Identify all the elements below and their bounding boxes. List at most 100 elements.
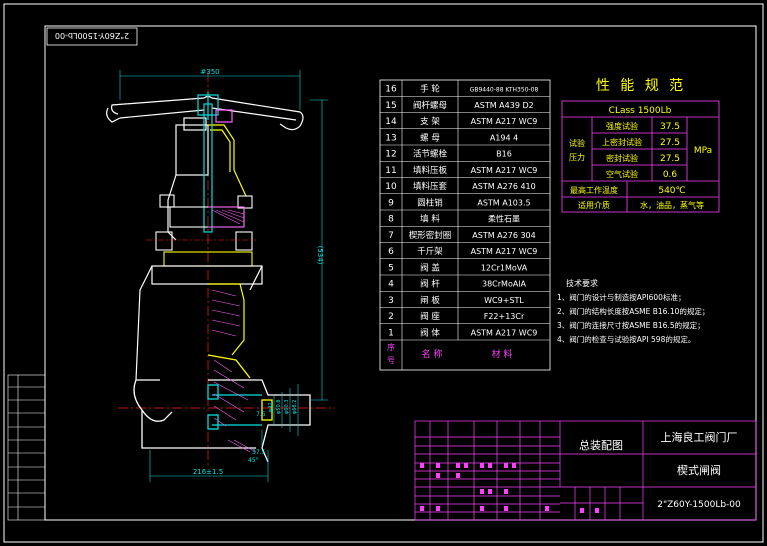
parts-row-no: 3 bbox=[388, 296, 394, 306]
dim-bore-2: φ50.8 bbox=[276, 400, 282, 414]
valve-body bbox=[133, 354, 311, 463]
parts-row-name: 活节螺栓 bbox=[413, 149, 448, 160]
parts-row-name: 填料压套 bbox=[413, 181, 448, 192]
spec-row-label-0: 强度试验 bbox=[606, 121, 638, 131]
parts-row-name: 螺 母 bbox=[420, 132, 440, 143]
parts-row-no: 10 bbox=[385, 182, 397, 192]
parts-row-no: 16 bbox=[385, 85, 397, 95]
dim-d1: 7.5 bbox=[256, 411, 266, 418]
parts-row-name: 阀 座 bbox=[420, 311, 440, 322]
tech-title: 技术要求 bbox=[566, 278, 598, 288]
parts-row-no: 2 bbox=[388, 312, 394, 322]
dim-height: (534) bbox=[316, 246, 324, 265]
spec-row-label-1: 上密封试验 bbox=[602, 137, 642, 147]
spec-row-value-1: 27.5 bbox=[660, 138, 680, 148]
dim-face-to-face: 216±1.5 bbox=[193, 468, 223, 476]
parts-header-name: 名 称 bbox=[422, 348, 443, 360]
title-block: 总装配图 上海良工阀门厂 楔式闸阀 2"Z60Y-1500Lb-00 bbox=[414, 420, 757, 521]
parts-row-material: ASTM A439 D2 bbox=[474, 101, 533, 110]
parts-row-material: ASTM A103.5 bbox=[477, 198, 530, 207]
gland-and-bolts bbox=[146, 194, 256, 267]
parts-header-material: 材 料 bbox=[492, 348, 513, 360]
tech-item-4: 4、阀门的检查与试验按API 598的规定。 bbox=[557, 334, 695, 344]
parts-row-material: ASTM A217 WC9 bbox=[471, 247, 538, 256]
left-side-strip-table bbox=[7, 374, 46, 521]
dim-bore-4: φ68.2 bbox=[292, 400, 298, 414]
parts-row-material: ASTM A217 WC9 bbox=[471, 166, 538, 175]
inner-border bbox=[44, 25, 757, 521]
valve-assembly-drawing: #350 (534) 216±1.5 7.5 37.5 45° φ42 φ50.… bbox=[106, 68, 335, 482]
parts-row-no: 9 bbox=[388, 198, 394, 208]
tech-item-3: 3、阀门的连接尺寸按ASME B16.5的规定； bbox=[557, 320, 705, 330]
dim-overall-width: #350 bbox=[200, 68, 219, 76]
spec-row-value-2: 27.5 bbox=[660, 154, 680, 164]
parts-row-no: 1 bbox=[388, 328, 394, 338]
parts-row-material: 柔性石墨 bbox=[488, 214, 520, 224]
spec-title: 性 能 规 范 bbox=[596, 77, 686, 94]
title-block-drawing-title: 总装配图 bbox=[579, 438, 623, 452]
parts-row-no: 7 bbox=[388, 231, 394, 241]
spec-group-label-1: 试验 bbox=[569, 138, 585, 148]
handwheel bbox=[106, 92, 304, 131]
title-block-product: 楔式闸阀 bbox=[677, 463, 721, 477]
technical-requirements: 技术要求 1、阀门的设计与制造按API600标准； 2、阀门的结构长度按ASME… bbox=[557, 278, 709, 344]
parts-row-no: 4 bbox=[388, 280, 394, 290]
parts-row-no: 11 bbox=[385, 166, 396, 176]
dim-bore-3: φ60.3 bbox=[284, 400, 290, 414]
parts-row-no: 15 bbox=[385, 101, 396, 111]
parts-row-name: 手 轮 bbox=[420, 84, 440, 95]
parts-row-material: WC9+STL bbox=[484, 296, 524, 305]
outer-border bbox=[3, 3, 764, 543]
dim-bore-1: φ42 bbox=[268, 402, 274, 412]
parts-row-no: 14 bbox=[385, 117, 397, 127]
parts-row-material: ASTM A276 304 bbox=[472, 231, 535, 240]
dim-d3: 45° bbox=[248, 457, 259, 464]
parts-header-no-1: 序 bbox=[387, 342, 395, 352]
spec-row-value-0: 37.5 bbox=[660, 122, 680, 132]
parts-row-no: 8 bbox=[388, 215, 394, 225]
dimension-lines bbox=[119, 70, 328, 482]
rotated-drawing-number: 2"Z60Y-1500Lb-00 bbox=[55, 31, 129, 40]
parts-row-material: A194 4 bbox=[490, 133, 518, 142]
yoke bbox=[167, 103, 247, 241]
spec-group-label-2: 压力 bbox=[569, 152, 585, 162]
parts-row-material: 38CrMoAlA bbox=[482, 280, 527, 289]
parts-row-name: 填料压板 bbox=[413, 165, 448, 176]
parts-row-material: 12Cr1MoVA bbox=[481, 263, 528, 272]
spec-row-value-3: 0.6 bbox=[663, 170, 678, 180]
parts-row-name: 楔形密封圈 bbox=[409, 230, 452, 241]
title-block-company: 上海良工阀门厂 bbox=[661, 430, 738, 444]
tech-item-2: 2、阀门的结构长度按ASME B16.10的规定； bbox=[557, 306, 709, 316]
parts-row-name: 阀 盖 bbox=[420, 262, 440, 273]
parts-row-name: 千斤架 bbox=[417, 246, 443, 257]
title-block-cell-marks bbox=[420, 463, 599, 513]
parts-row-material: GB9440-88 KTH350-08 bbox=[470, 87, 539, 94]
spec-medium-label: 适用介质 bbox=[578, 200, 610, 210]
parts-row-name: 阀 体 bbox=[420, 327, 440, 338]
dim-d2: 37.5 bbox=[252, 449, 266, 456]
spec-row-label-3: 空气试验 bbox=[606, 169, 638, 179]
spec-row-label-2: 密封试验 bbox=[606, 153, 638, 163]
spec-unit: MPa bbox=[694, 146, 712, 156]
bonnet bbox=[135, 265, 263, 381]
parts-row-name: 圆柱销 bbox=[417, 197, 443, 208]
parts-row-material: ASTM A217 WC9 bbox=[471, 117, 538, 126]
rotated-drawing-number-box: 2"Z60Y-1500Lb-00 bbox=[46, 27, 138, 46]
title-block-drawing-no: 2"Z60Y-1500Lb-00 bbox=[657, 500, 741, 510]
tech-item-1: 1、阀门的设计与制造按API600标准； bbox=[557, 292, 685, 302]
parts-row-no: 12 bbox=[385, 150, 396, 160]
performance-spec: 性 能 规 范 CLass 1500Lb 试验 压力 强度试验 上密封试验 密封… bbox=[561, 77, 720, 213]
parts-row-material: B16 bbox=[496, 150, 512, 159]
parts-header-no-2: 号 bbox=[387, 356, 395, 365]
parts-row-material: F22+13Cr bbox=[484, 312, 525, 321]
parts-row-name: 阀杆螺母 bbox=[413, 100, 447, 111]
spec-max-temp-value: 540℃ bbox=[658, 186, 685, 196]
parts-row-material: ASTM A217 WC9 bbox=[471, 328, 538, 337]
parts-row-name: 阀 杆 bbox=[420, 279, 440, 290]
parts-row-no: 6 bbox=[388, 247, 394, 257]
parts-row-no: 13 bbox=[385, 133, 396, 143]
spec-class: CLass 1500Lb bbox=[609, 106, 672, 116]
parts-row-no: 5 bbox=[388, 263, 394, 273]
